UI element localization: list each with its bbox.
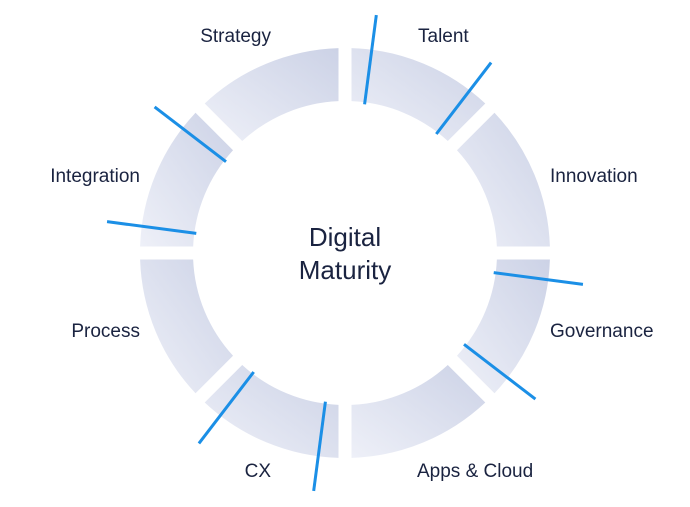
ring-segments: [140, 48, 550, 458]
ring-segment-talent: [351, 48, 486, 142]
divider-line-7: [106, 220, 197, 235]
divider-line-1: [363, 14, 378, 105]
segment-label-cx: CX: [245, 461, 272, 482]
segment-label-integration: Integration: [50, 166, 140, 187]
segment-label-process: Process: [71, 321, 140, 342]
divider-line-3: [493, 271, 584, 286]
center-title-line-2: Maturity: [299, 255, 391, 285]
divider-line-2: [435, 61, 493, 135]
divider-line-8: [153, 105, 227, 163]
ring-segment-cx: [204, 364, 339, 458]
segment-label-strategy: Strategy: [200, 26, 271, 47]
ring-segment-governance: [456, 259, 550, 394]
ring-segment-process: [140, 259, 234, 394]
segment-label-talent: Talent: [418, 26, 469, 47]
divider-lines: [106, 14, 584, 492]
divider-line-6: [197, 371, 255, 445]
ring-segment-innovation: [456, 112, 550, 247]
center-title-line-1: Digital: [309, 222, 381, 252]
segment-label-governance: Governance: [550, 321, 654, 342]
divider-line-5: [312, 401, 327, 492]
divider-line-4: [463, 343, 537, 401]
segment-label-apps-cloud: Apps & Cloud: [417, 461, 533, 482]
ring-segment-apps-cloud: [351, 364, 486, 458]
ring-segment-integration: [140, 112, 234, 247]
segment-label-innovation: Innovation: [550, 166, 638, 187]
ring-segment-strategy: [204, 48, 339, 142]
